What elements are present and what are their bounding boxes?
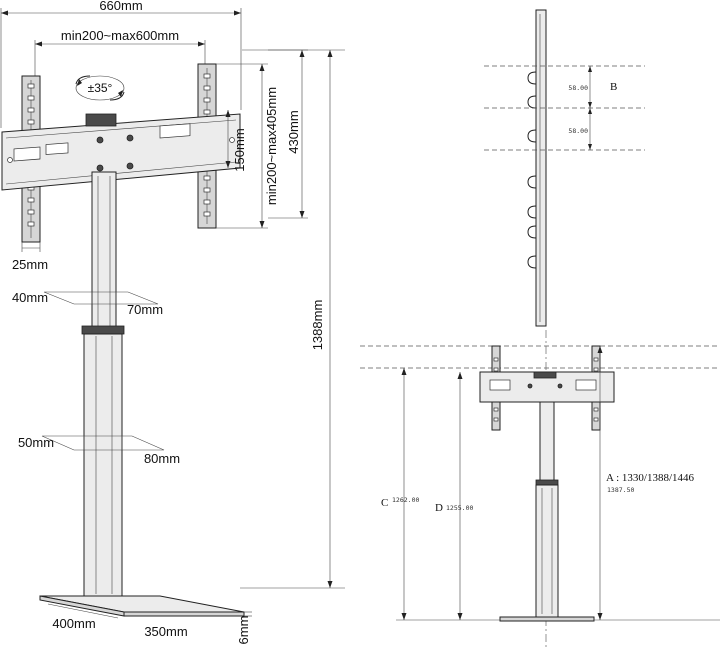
dim-25-line <box>21 242 41 252</box>
top-right-side-view: 58.00 58.00 B <box>484 9 645 327</box>
value-a: 1387.50 <box>607 486 634 494</box>
mounting-plate <box>1 113 241 191</box>
dim-1388-line <box>240 49 345 589</box>
dim-a-line <box>594 346 720 621</box>
left-front-view: 660mm min200~max600mm ±35° <box>0 0 345 645</box>
dim-430-label: 430mm <box>286 110 301 153</box>
dim-25-label: 25mm <box>12 257 48 272</box>
dim-150-line <box>225 110 231 168</box>
dim-vesa-height-line <box>216 63 268 229</box>
label-a: A : 1330/1388/1446 <box>606 472 695 484</box>
value-d: 1255.00 <box>446 504 473 512</box>
dim-vesa-width-line <box>34 40 206 80</box>
dim-b2-label: 58.00 <box>568 127 588 135</box>
dim-80-label: 80mm <box>144 451 180 466</box>
dim-6-line <box>244 611 252 617</box>
dim-150-label: 150mm <box>232 128 247 171</box>
label-b: B <box>610 81 617 93</box>
side-bracket-hooks <box>527 71 537 269</box>
dim-1388-label: 1388mm <box>310 300 325 351</box>
dim-50-label: 50mm <box>18 435 54 450</box>
dim-d-line <box>457 372 463 620</box>
dim-vesa-height-label: min200~max405mm <box>264 87 279 205</box>
rotation-icon <box>75 75 125 101</box>
label-c: C <box>381 497 388 509</box>
dim-660-label: 660mm <box>99 0 142 13</box>
section-40-70 <box>43 291 159 305</box>
lower-pole <box>83 333 123 597</box>
value-c: 1262.00 <box>392 496 419 504</box>
dim-400-label: 400mm <box>52 616 95 631</box>
dim-6-label: 6mm <box>236 616 251 645</box>
dim-rotation-label: ±35° <box>88 81 113 95</box>
dim-vesa-width-label: min200~max600mm <box>61 28 179 43</box>
dim-b-lines <box>588 66 592 150</box>
dim-660-line <box>0 8 242 128</box>
dim-b1-label: 58.00 <box>568 84 588 92</box>
dim-70-label: 70mm <box>127 302 163 317</box>
front-pole <box>499 401 595 622</box>
dim-c-line <box>396 368 500 621</box>
front-plate <box>479 371 615 403</box>
label-d: D <box>435 502 443 514</box>
dim-40-label: 40mm <box>12 290 48 305</box>
upper-pole <box>91 171 117 329</box>
bottom-right-front-view: C 1262.00 D 1255.00 A : 1330/1388/1446 1… <box>360 330 720 648</box>
section-50-80 <box>41 435 165 451</box>
dim-350-label: 350mm <box>144 624 187 639</box>
base-plate <box>39 595 245 619</box>
